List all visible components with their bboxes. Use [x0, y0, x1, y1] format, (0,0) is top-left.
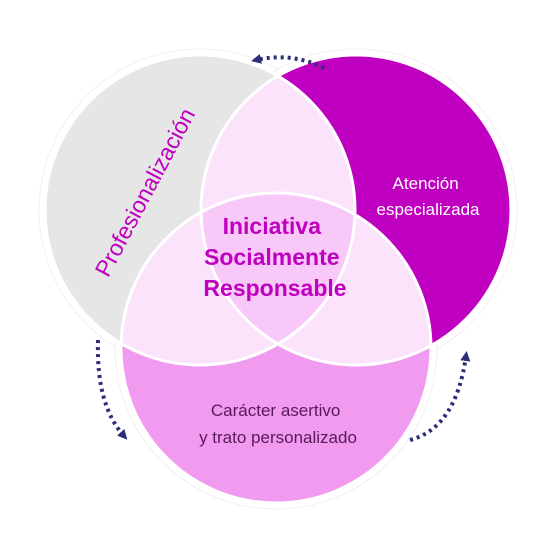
arrow-top: [251, 54, 325, 70]
label-atencion-line-1: Atención: [393, 174, 459, 193]
arrow-left: [95, 339, 128, 440]
label-atencion-especializada: Atención especializada: [376, 174, 480, 219]
label-atencion-line-2: especializada: [376, 200, 480, 219]
label-caracter-line-2: y trato personalizado: [199, 428, 357, 447]
center-label-line-3: Responsable: [203, 275, 346, 301]
center-label-line-1: Iniciativa: [223, 213, 322, 239]
center-label-line-2: Socialmente: [204, 244, 340, 270]
arrow-right: [409, 351, 471, 442]
label-caracter-line-1: Carácter asertivo: [211, 401, 340, 420]
label-caracter-asertivo: Carácter asertivo y trato personalizado: [199, 401, 357, 447]
center-label: Iniciativa Socialmente Responsable: [203, 213, 346, 301]
